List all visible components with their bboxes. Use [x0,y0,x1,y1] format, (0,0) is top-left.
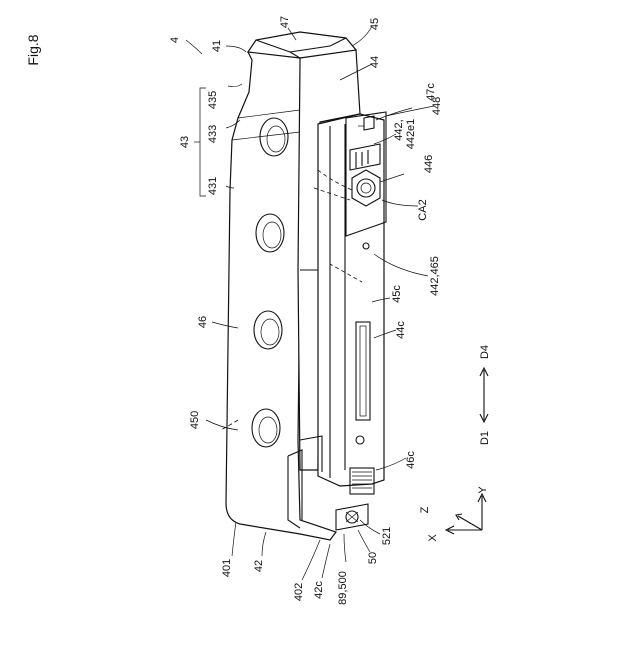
label-442e1: 442e1 [405,119,417,150]
label-442-465: 442,465 [429,256,441,296]
label-CA2: CA2 [417,199,429,220]
label-4: 4 [169,37,181,43]
label-50: 50 [367,552,379,564]
label-433: 433 [207,125,219,143]
label-47: 47 [279,16,291,28]
label-44: 44 [369,56,381,68]
figure-title: Fig.8 [25,34,41,65]
label-401: 401 [221,559,233,577]
label-521: 521 [381,527,393,545]
label-446: 446 [423,155,435,173]
label-46: 46 [197,316,209,328]
label-X: X [427,534,439,542]
label-D1: D1 [479,431,491,445]
label-Y: Y [477,486,489,494]
bracket-43 [194,88,206,196]
label-450: 450 [189,411,201,429]
cartridge-body [220,32,386,540]
label-44c: 44c [395,321,407,339]
label-42: 42 [253,560,265,572]
label-42c: 42c [313,581,325,599]
label-45c: 45c [391,285,403,303]
label-Z: Z [419,506,431,513]
label-43: 43 [179,136,191,148]
direction-arrow-d1-d4: D4 D1 [479,345,491,445]
label-45: 45 [369,18,381,30]
label-431: 431 [207,177,219,195]
label-D4: D4 [479,345,491,359]
coordinate-axes: Y X Z [419,486,489,542]
label-89-500: 89,500 [337,571,349,605]
label-41: 41 [211,40,223,52]
label-435: 435 [207,91,219,109]
label-442: 442, [393,119,405,140]
label-46c: 46c [405,451,417,469]
label-402: 402 [293,583,305,601]
label-448: 448 [431,97,443,115]
